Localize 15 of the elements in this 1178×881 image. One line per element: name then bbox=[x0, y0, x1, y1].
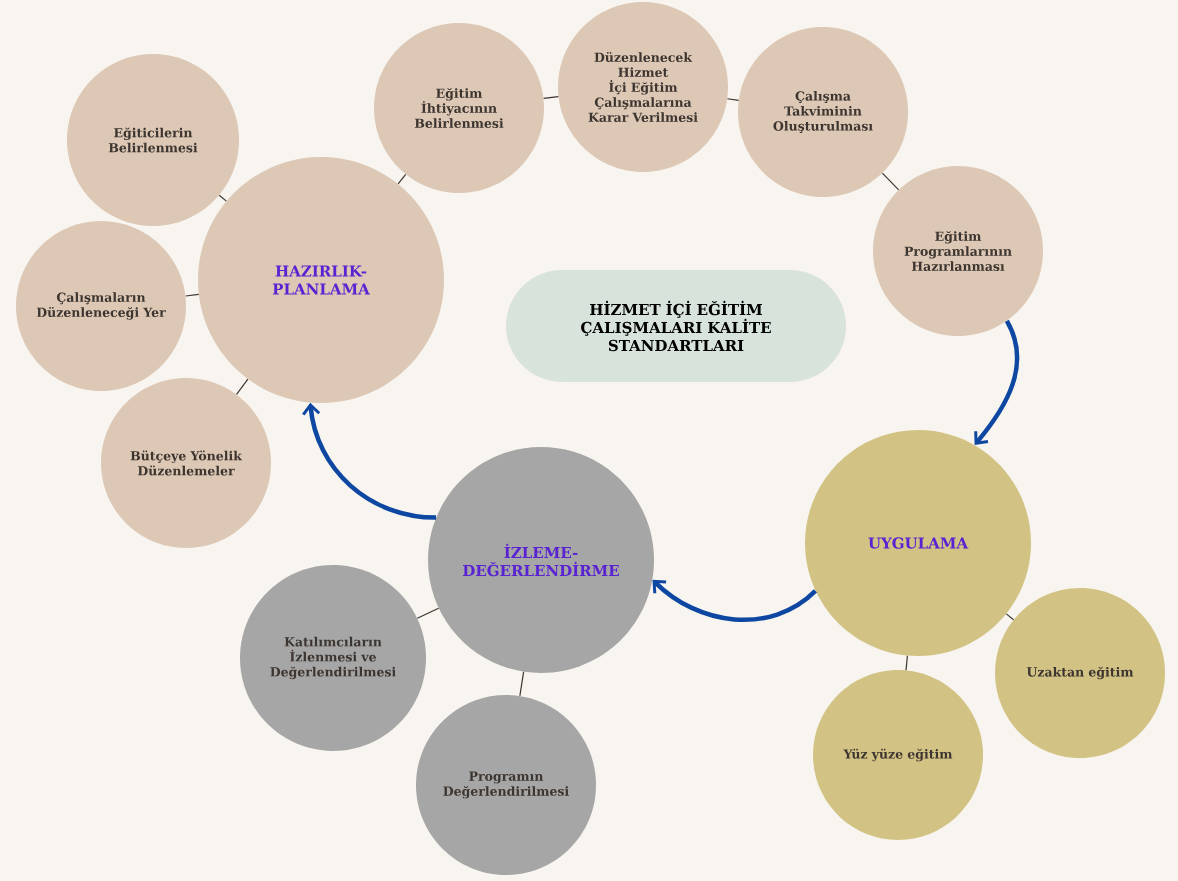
connector-line bbox=[726, 98, 740, 101]
curved-arrow bbox=[302, 402, 437, 520]
curved-arrow bbox=[974, 319, 1020, 445]
curved-arrow bbox=[652, 579, 817, 622]
connector-line bbox=[1005, 613, 1015, 621]
connector-line bbox=[905, 655, 908, 671]
connector-line bbox=[881, 172, 900, 191]
connector-line bbox=[543, 96, 559, 99]
connector-line bbox=[218, 194, 227, 202]
connector-line bbox=[416, 607, 440, 619]
connector-line bbox=[185, 293, 200, 297]
title-pill: HİZMET İÇİ EĞİTİM ÇALIŞMALARI KALİTE STANDARTLARI bbox=[506, 270, 846, 382]
connector-line bbox=[519, 671, 525, 697]
connector-line bbox=[236, 378, 249, 396]
connector-line bbox=[397, 173, 407, 185]
